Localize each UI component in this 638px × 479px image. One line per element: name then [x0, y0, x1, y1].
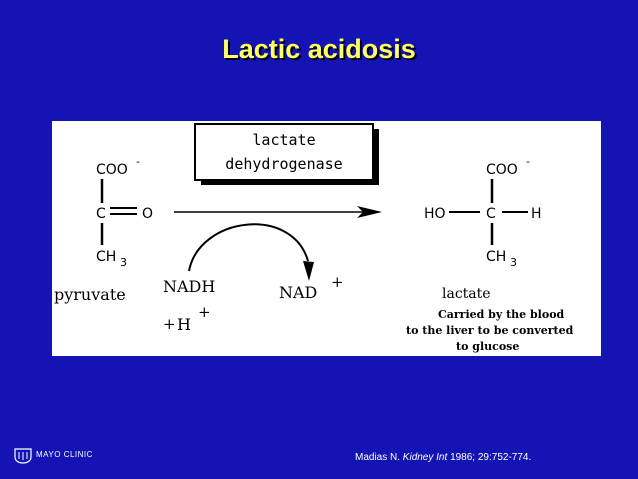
reaction-arrow-head [357, 206, 382, 218]
pyruvate-name: pyruvate [54, 285, 126, 304]
pyruvate-carboxyl: COO [96, 162, 128, 178]
cofactor-arrow-head [303, 261, 314, 281]
enzyme-box [194, 123, 374, 181]
pyruvate-methyl-subscript: 3 [120, 256, 127, 269]
proton-label: H [177, 315, 191, 334]
fate-line3: to glucose [456, 340, 519, 353]
lactate-structure: COO - HO C H CH 3 [424, 155, 542, 269]
cofactor-in-label: NADH [163, 277, 215, 296]
lactate-methyl-subscript: 3 [510, 256, 517, 269]
cofactor-curved-arrow [188, 223, 309, 272]
lactate-hydroxyl: HO [424, 206, 446, 222]
slide-title: Lactic acidosis [222, 34, 416, 64]
lactate-carbon: C [486, 206, 496, 222]
lactate-name: lactate [442, 286, 491, 302]
reaction-diagram-panel: lactate dehydrogenase COO - C O CH 3 pyr… [52, 121, 601, 356]
enzyme-label-line2: dehydrogenase [225, 155, 342, 173]
citation-author: Madias N. [355, 452, 401, 463]
reaction-diagram: lactate dehydrogenase COO - C O CH 3 pyr… [54, 123, 574, 353]
pyruvate-methyl: CH [96, 249, 116, 265]
cofactor-out-charge: + [331, 273, 344, 291]
pyruvate-oxygen: O [142, 206, 153, 222]
pyruvate-structure: COO - C O CH 3 [96, 155, 153, 269]
citation-ref: 1986; 29:752-774. [450, 452, 532, 463]
pyruvate-carbon: C [96, 206, 106, 222]
lactate-carboxyl: COO [486, 162, 518, 178]
enzyme-label-line1: lactate [252, 131, 315, 149]
citation: Madias N. Kidney Int 1986; 29:752-774. [355, 452, 531, 463]
lactate-hydrogen: H [531, 206, 542, 222]
citation-journal: Kidney Int [402, 452, 448, 463]
shield-icon [14, 448, 32, 464]
lactate-methyl: CH [486, 249, 506, 265]
fate-line1: Carried by the blood [438, 308, 565, 321]
fate-line2: to the liver to be converted [406, 324, 574, 337]
lactate-carboxyl-charge: - [526, 155, 530, 168]
pyruvate-carboxyl-charge: - [136, 155, 140, 168]
proton-plus-left: + [163, 315, 176, 333]
cofactor-out-label: NAD [279, 283, 317, 302]
proton-plus-right: + [198, 303, 211, 321]
clinic-logo: MAYO CLINIC [14, 448, 114, 464]
clinic-logo-text: MAYO CLINIC [36, 450, 93, 459]
